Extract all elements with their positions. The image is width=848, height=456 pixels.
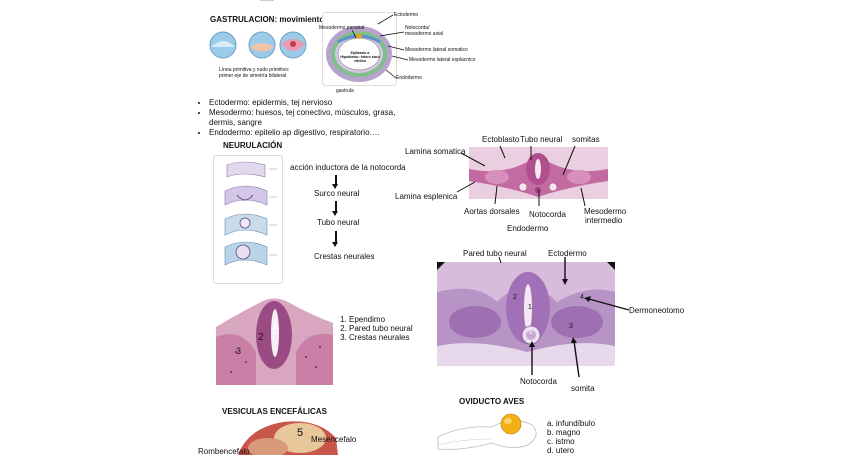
gastrulation-caption-1: Línea primitiva y nudo primitivo: (219, 67, 290, 73)
flow-arrow (332, 201, 338, 216)
label-notocorda-hist: Notocorda (520, 377, 557, 386)
gastrula-pointer-lines (351, 14, 409, 79)
section-number-2: 2 (258, 332, 264, 343)
label-lamina-somatica: Lamina somatica (405, 147, 466, 156)
neurulation-step-2: Surco neural (314, 189, 360, 198)
label-lamina-esplenica: Lamina esplenica (395, 192, 458, 201)
label-lateral-somatico: Mesodermo lateral somatico (405, 47, 468, 53)
oviduct-title: OVIDUCTO AVES (459, 397, 525, 406)
germ-layer-item: Endodermo: epitelio ap digestivo, respir… (209, 128, 404, 138)
legend-item: Crestas neurales (349, 333, 429, 342)
oviduct-image (437, 413, 537, 450)
label-endodermo-top: Endodermo (507, 224, 549, 233)
label-lateral-esplacnico: Mesodermo lateral esplacnico (409, 57, 476, 63)
neurulation-title: NEURULACIÓN (223, 141, 283, 150)
label-pared-tubo-neural: Pared tubo neural (463, 249, 527, 258)
somite-histology-image (437, 262, 615, 366)
oviduct-item: d. utero (547, 446, 575, 455)
histology-number-2: 2 (513, 294, 517, 301)
germ-layer-list: Ectodermo: epidermis, tej nervioso Mesod… (199, 98, 404, 138)
label-ectodermo-gastrula: Ectodermo (394, 12, 419, 18)
label-notocorda-2: mesodermo axial (405, 31, 444, 37)
gastrula-center-text: Epiblasto a Hipoblasto: futuro saco vite… (340, 51, 380, 63)
neurulation-step-1: acción inductora de la notocorda (290, 163, 406, 172)
oviduct-item: b. magno (547, 428, 581, 437)
vesicles-title: VESICULAS ENCEFÁLICAS (222, 407, 327, 416)
flow-arrow (332, 231, 338, 247)
legend-item: Pared tubo neural (349, 324, 429, 333)
label-dermoneotomo: Dermoneotomo (629, 306, 685, 315)
section-number-1: 1 (272, 320, 279, 332)
oviduct-list: a. infundíbulo b. magno c. istmo d. uter… (547, 419, 595, 455)
histology-number-3: 3 (569, 323, 573, 330)
label-endodermo-gastrula: Endodermo (396, 75, 422, 81)
histology-number-4: 4 (580, 294, 584, 301)
neurulation-diagram (213, 155, 283, 284)
neurulation-step-4: Crestas neurales (314, 252, 375, 261)
neurulation-step-3: Tubo neural (317, 218, 360, 227)
gastrulation-disks-image (209, 31, 307, 59)
oviduct-item: c. istmo (547, 437, 575, 446)
vesicles-image (238, 421, 338, 455)
label-tubo-neural: Tubo neural (520, 135, 563, 144)
label-gastrula: gastrula (336, 88, 354, 94)
label-rombencefalo: Rombencefalo (198, 447, 250, 456)
gastrulation-title: GASTRULACION: movimientos del epiblasto (210, 15, 380, 24)
label-mesencefalo: Mesencefalo (311, 435, 357, 444)
flow-arrow (332, 175, 338, 189)
gastrulation-caption-2: primer eje de simetría bilateral (219, 73, 287, 79)
label-somita-hist: somita (571, 384, 595, 393)
label-somitas: somitas (572, 135, 600, 144)
neural-tube-legend: Ependimo Pared tubo neural Crestas neura… (337, 315, 429, 342)
label-notocorda-1: Notocorda/ (405, 25, 430, 31)
germ-layer-item: Mesodermo: huesos, tej conectivo, múscul… (209, 108, 404, 128)
label-mesodermo-intermedio-1: Mesodermo (584, 207, 627, 216)
label-notocorda-top: Notocorda (529, 210, 566, 219)
oviduct-item: a. infundíbulo (547, 419, 596, 428)
legend-item: Ependimo (349, 315, 429, 324)
histology-pointer-lines (498, 256, 630, 378)
germ-layer-item: Ectodermo: epidermis, tej nervioso (209, 98, 404, 108)
label-ectoblasto: Ectoblasto (482, 135, 520, 144)
label-mesodermo-paraxial: Mesodermo paraxial (319, 25, 365, 31)
vesicle-number-5: 5 (297, 427, 304, 439)
histology-number-1: 1 (528, 304, 532, 311)
label-ectodermo-hist: Ectodermo (548, 249, 587, 258)
label-aortas-dorsales: Aortas dorsales (464, 207, 520, 216)
histology-number-5: 5 (529, 330, 533, 336)
neural-tube-histology-image (216, 297, 333, 385)
label-mesodermo-intermedio-2: intermedio (585, 216, 623, 225)
section-number-3: 3 (236, 346, 242, 356)
top-cut-text: ……. (260, 0, 274, 3)
gastrula-diagram (322, 12, 397, 86)
somite-pointer-lines (456, 145, 586, 207)
